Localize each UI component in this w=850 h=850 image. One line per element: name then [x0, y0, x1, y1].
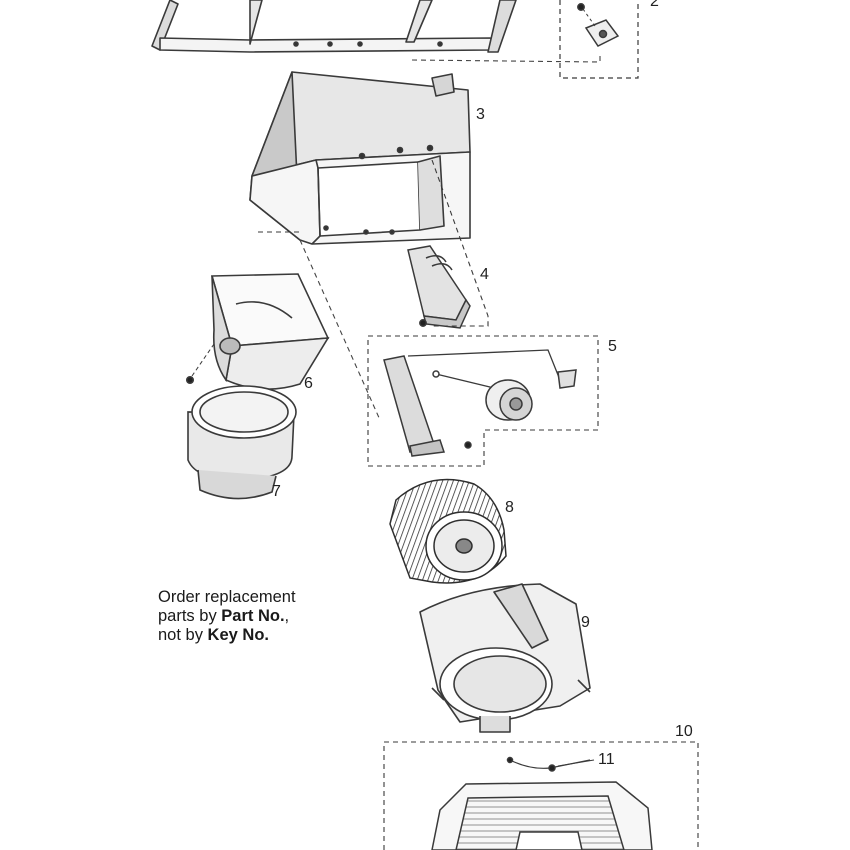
part-7-duct-collar: [187, 385, 297, 500]
key-9: 9: [581, 614, 590, 631]
order-note-line-2: parts by Part No.,: [158, 607, 296, 626]
order-note-line-3-prefix: not by: [158, 626, 208, 644]
key-6: 6: [304, 375, 313, 392]
key-2: 2: [650, 0, 659, 10]
key-11: 11: [598, 751, 615, 768]
mounting-frame: [151, 0, 517, 53]
key-8: 8: [505, 499, 514, 516]
order-note-line-2-prefix: parts by: [158, 607, 222, 625]
part-10-grille: [383, 741, 699, 850]
order-note-line-3: not by Key No.: [158, 626, 296, 645]
key-5: 5: [608, 338, 617, 355]
key-7: 7: [272, 483, 281, 500]
order-note: Order replacement parts by Part No., not…: [158, 588, 296, 645]
key-leader-lines: [557, 759, 595, 767]
key-4: 4: [480, 266, 489, 283]
part-8-blower-wheel: [389, 478, 507, 584]
part-5-motor-assembly: [367, 335, 599, 467]
part-9-scroll-housing: [419, 583, 591, 733]
part-4-bracket: [407, 159, 489, 329]
key-10: 10: [675, 723, 693, 740]
part-2-bracket: [559, 0, 639, 79]
order-note-line-1: Order replacement: [158, 588, 296, 606]
guide-line-frame: [411, 52, 601, 63]
part-no-emphasis: Part No.: [221, 607, 285, 625]
part-6-damper: [186, 273, 330, 390]
key-3: 3: [476, 106, 485, 123]
part-3-housing: [249, 71, 471, 245]
order-note-line-2-suffix: ,: [284, 607, 290, 625]
guide-line-housing: [299, 239, 381, 421]
key-no-emphasis: Key No.: [207, 626, 269, 644]
